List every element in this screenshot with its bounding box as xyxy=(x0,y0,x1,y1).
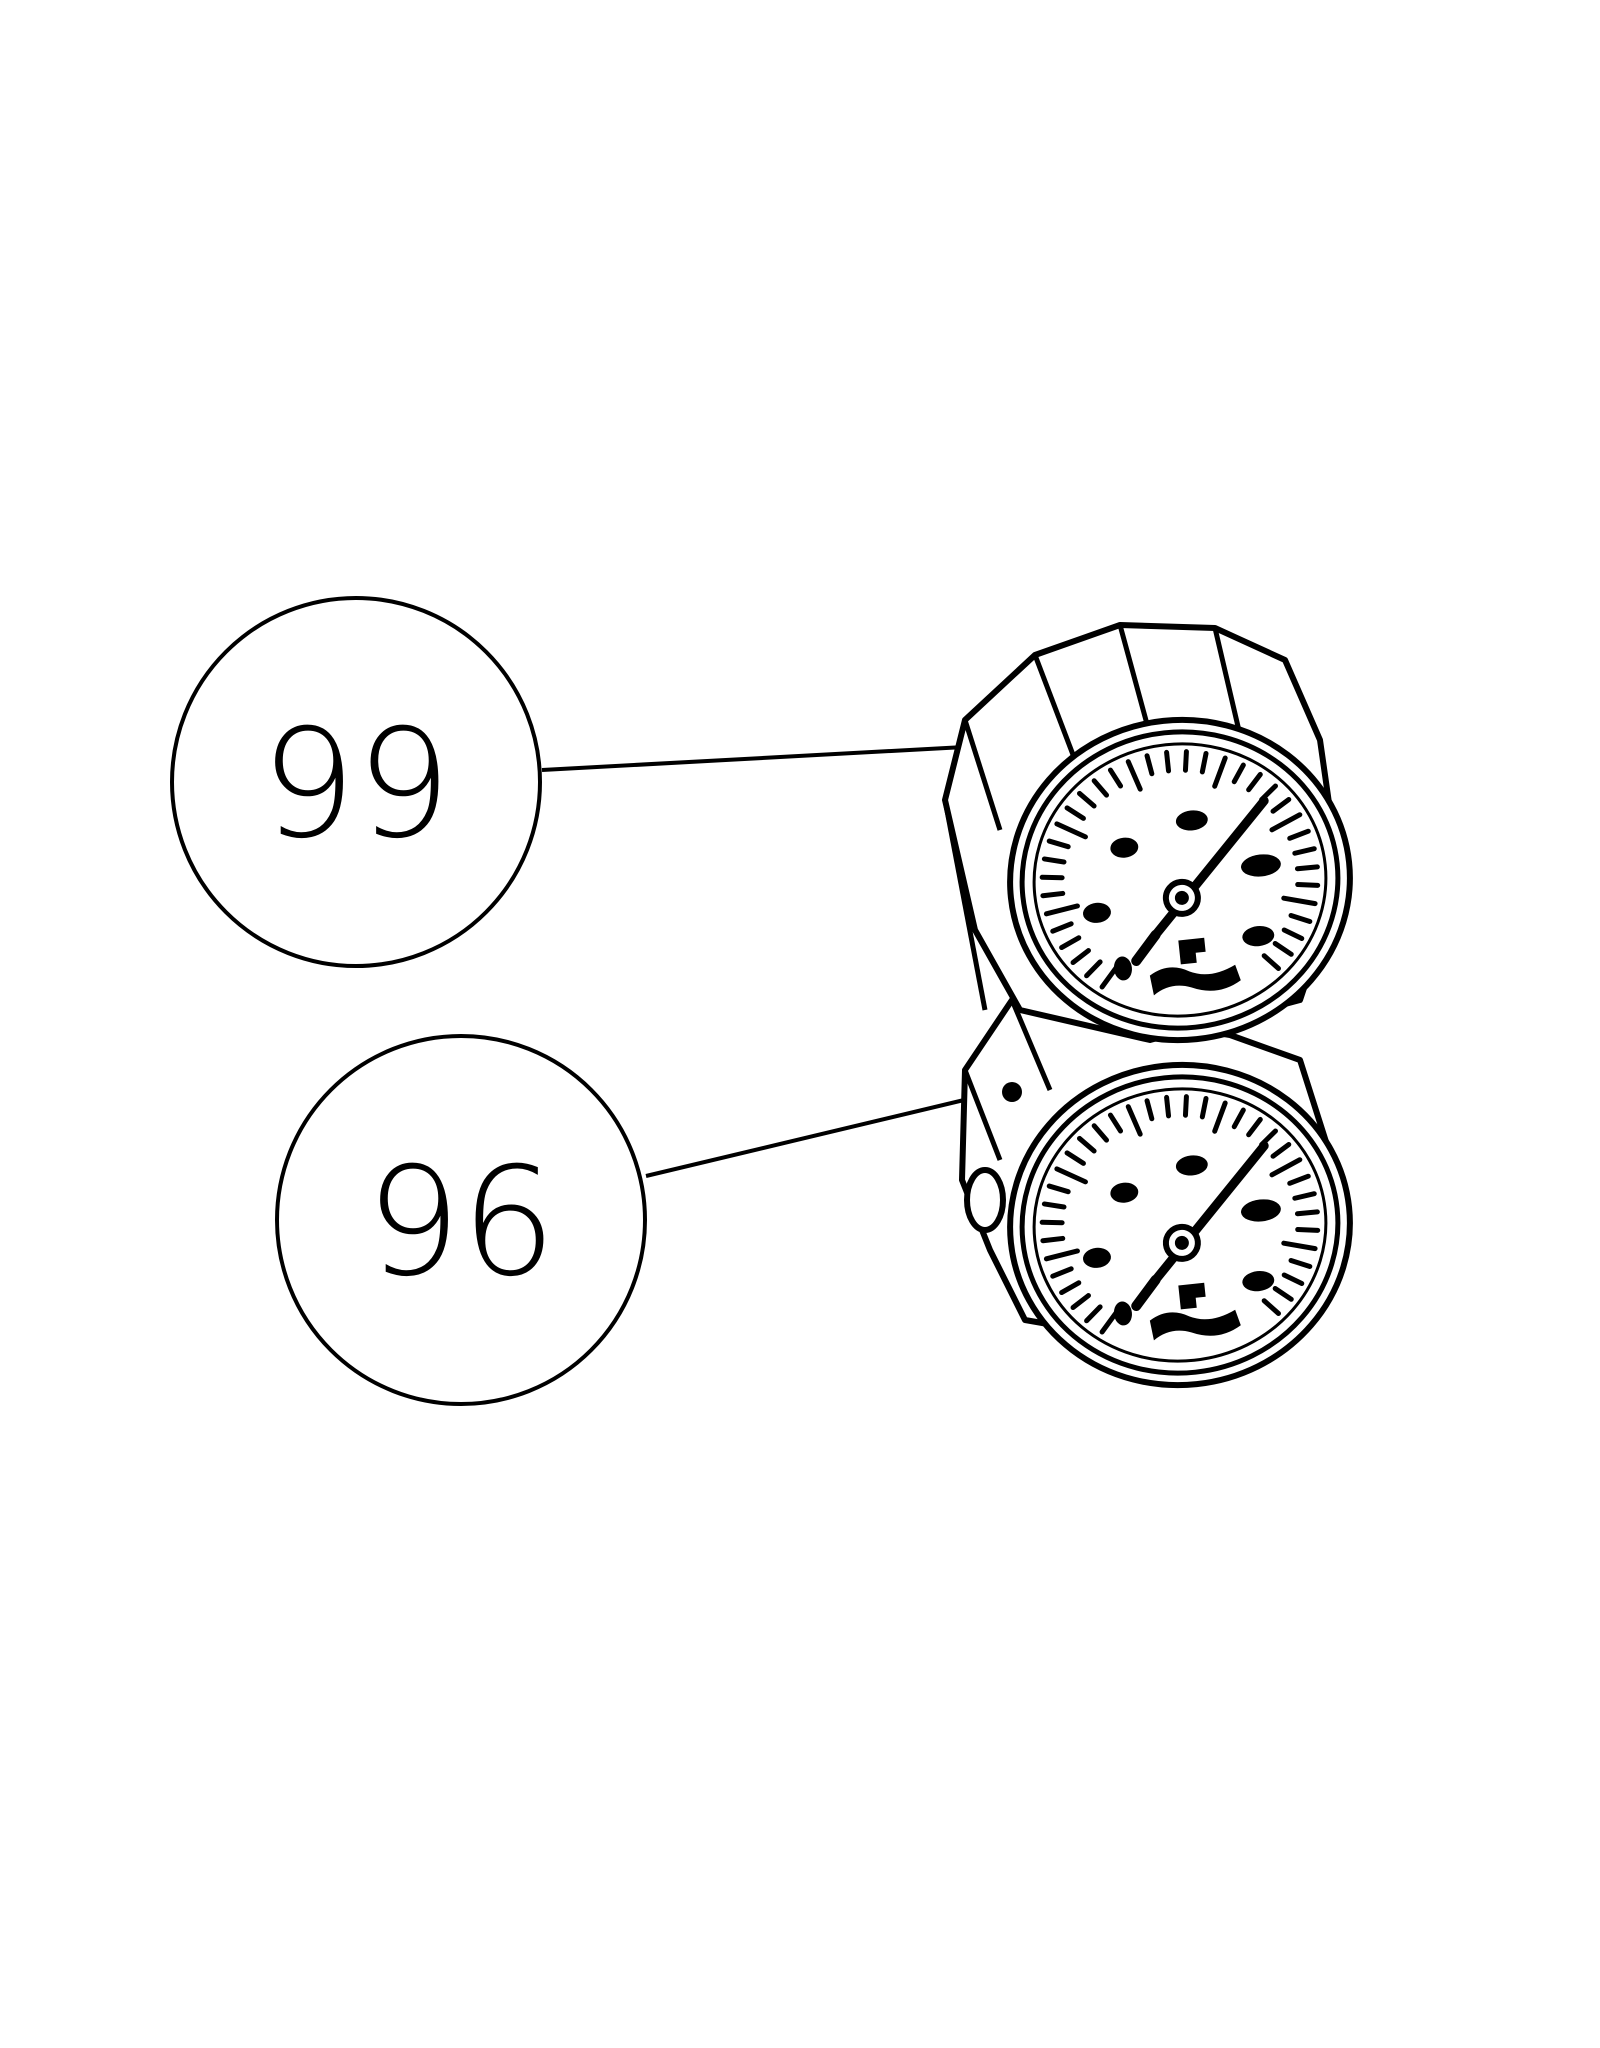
callout-99: 99 xyxy=(170,596,542,968)
callout-circle xyxy=(170,596,542,968)
leader-line-96 xyxy=(645,1093,986,1178)
callout-label: 96 xyxy=(366,1136,557,1310)
callout-circle xyxy=(275,1034,647,1406)
callout-96: 96 xyxy=(275,1034,647,1406)
pressure-gauge-upper xyxy=(942,622,1366,1057)
callout-label: 99 xyxy=(261,698,452,872)
pressure-gauge-lower xyxy=(959,997,1366,1402)
